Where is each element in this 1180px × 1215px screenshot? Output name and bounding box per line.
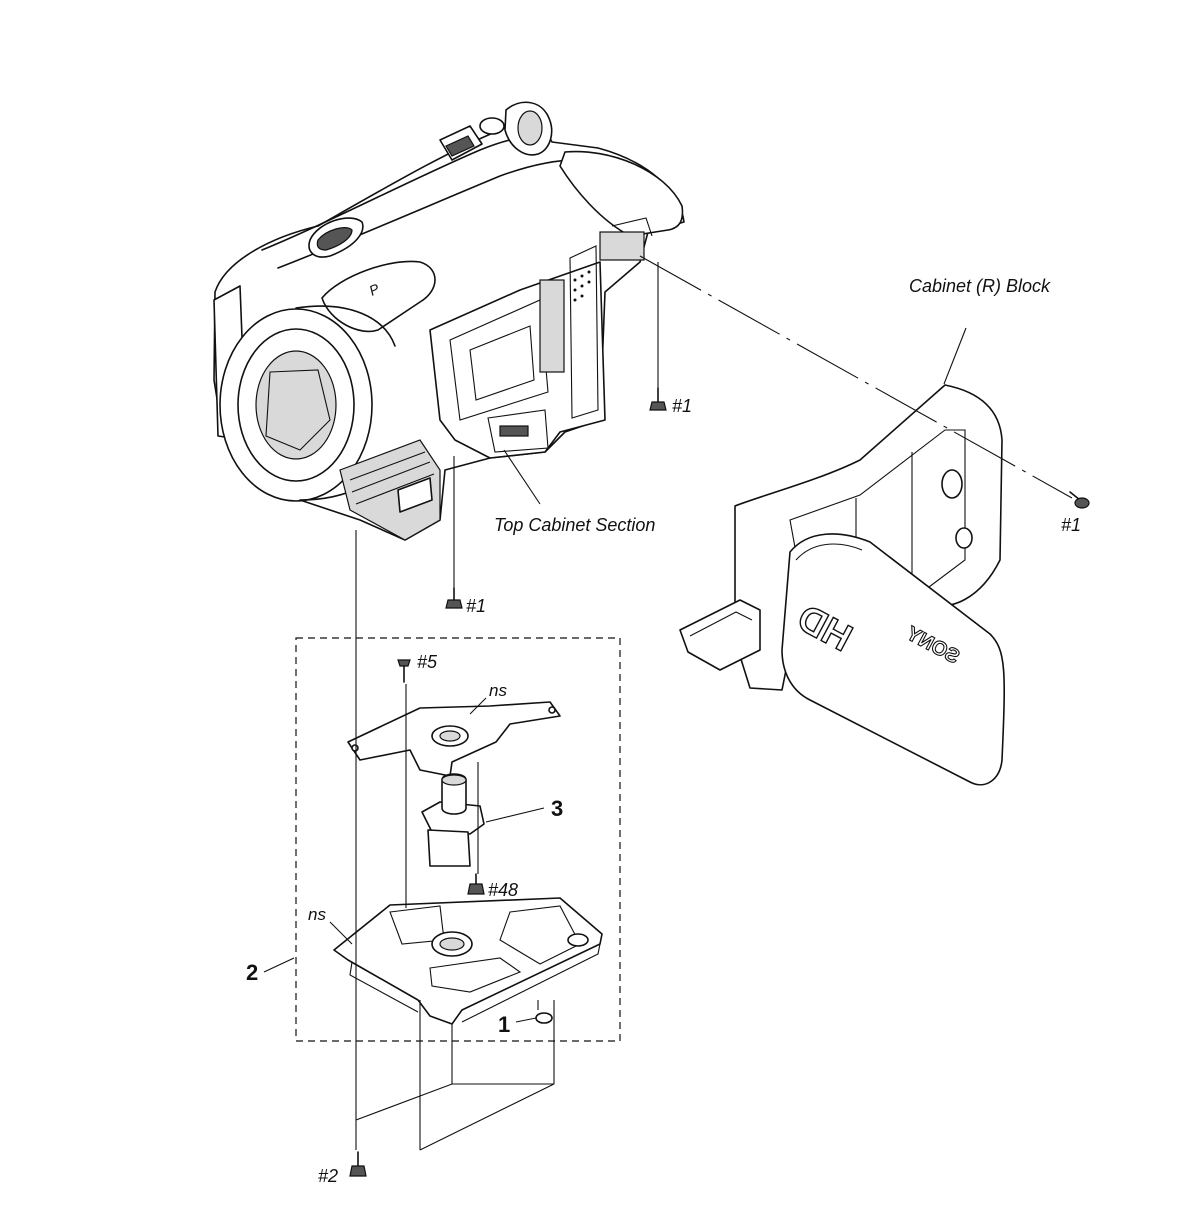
screw-1-center-label: #1: [672, 396, 692, 416]
callout-3: 3: [551, 796, 563, 821]
screw-1-center: [649, 387, 667, 411]
top-cabinet-section-label: Top Cabinet Section: [494, 515, 655, 535]
screw-5-label: #5: [417, 652, 438, 672]
cabinet-r-block-label: Cabinet (R) Block: [909, 276, 1051, 296]
screw-48-label: #48: [488, 880, 518, 900]
part-1-rubber: [535, 1012, 553, 1024]
callout-1: 1: [498, 1012, 510, 1037]
screw-2: [349, 1151, 367, 1177]
assembly-2-boundary: [295, 637, 621, 1042]
screw-1-left-label: #1: [466, 596, 486, 616]
camcorder-body: P: [213, 101, 685, 541]
cabinet-r-block: [679, 384, 1006, 786]
screw-1-right: [1069, 491, 1090, 509]
screw-48: [467, 873, 485, 895]
screw-2-label: #2: [318, 1166, 338, 1186]
callout-2: 2: [246, 960, 258, 985]
screw-1-left: [445, 587, 463, 609]
ns-label-base: ns: [308, 905, 326, 924]
screw-5: [397, 659, 411, 683]
guide-lines: [263, 255, 1073, 1151]
ns-label-bracket: ns: [489, 681, 507, 700]
motor-unit: [421, 773, 485, 867]
screw-1-right-label: #1: [1061, 515, 1081, 535]
top-bracket-plate: [347, 701, 561, 777]
base-plate: [333, 897, 603, 1025]
